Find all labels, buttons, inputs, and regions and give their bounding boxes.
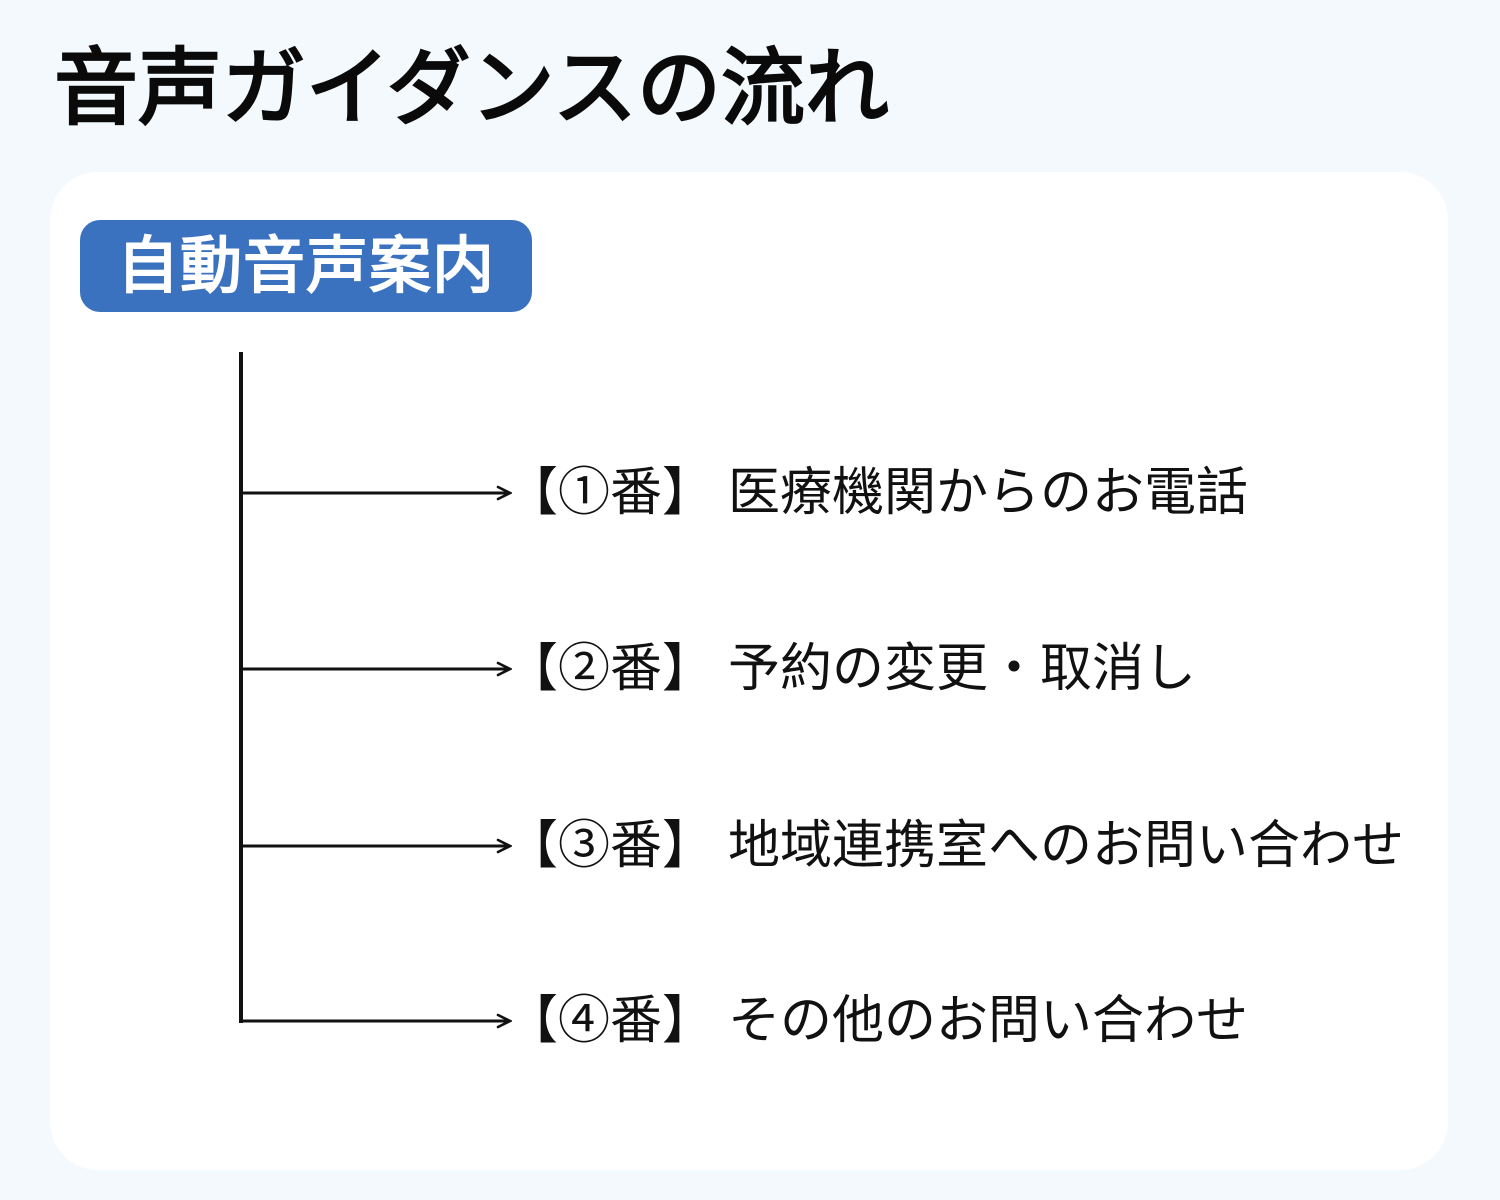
option-number: 【②番】	[506, 639, 715, 699]
option-3: 【③番】地域連携室へのお問い合わせ	[506, 814, 1404, 878]
option-2: 【②番】予約の変更・取消し	[506, 637, 1196, 701]
option-number: 【③番】	[506, 816, 715, 876]
option-label: その他のお問い合わせ	[728, 991, 1249, 1051]
option-1: 【①番】医療機関からのお電話	[506, 461, 1248, 525]
option-number: 【④番】	[506, 991, 715, 1051]
option-label: 予約の変更・取消し	[728, 639, 1197, 699]
tree-connector	[239, 352, 1448, 1170]
option-number: 【①番】	[506, 463, 715, 523]
option-label: 地域連携室へのお問い合わせ	[728, 816, 1405, 876]
page-title: 音声ガイダンスの流れ	[54, 39, 889, 137]
option-label: 医療機関からのお電話	[728, 463, 1249, 523]
section-badge: 自動音声案内	[80, 220, 532, 312]
option-4: 【④番】その他のお問い合わせ	[506, 989, 1248, 1053]
diagram-card: 自動音声案内 【①番】医療機関からのお電話 【②番】予約の変更・取消し 【③番】…	[50, 172, 1448, 1170]
